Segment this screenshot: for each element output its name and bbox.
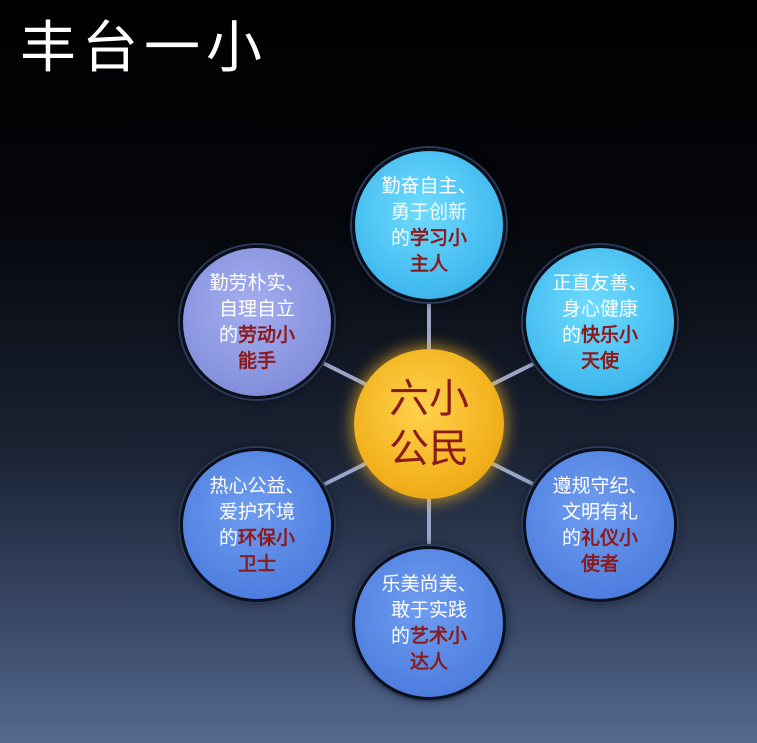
node-line: 敢于实践 (390, 599, 467, 621)
node-highlight: 主人 (409, 253, 448, 275)
node-line: 热心公益、 (209, 475, 305, 497)
node-highlight: 使者 (580, 553, 619, 575)
node-line: 勤劳朴实、 (209, 272, 305, 294)
node-prefix: 的 (218, 324, 238, 346)
node-highlight: 能手 (237, 350, 276, 372)
node-line: 勤奋自主、 (381, 175, 477, 197)
connector-lower-right (491, 462, 535, 486)
node-highlight: 劳动小 (238, 324, 296, 346)
node-learning-master: 勤奋自主、 勇于创新 的学习小 主人 (352, 148, 506, 302)
center-line: 六小 (389, 376, 469, 422)
center-line: 公民 (389, 426, 469, 472)
node-highlight: 天使 (580, 350, 619, 372)
node-prefix: 的 (561, 324, 581, 346)
node-happy-angel: 正直友善、 身心健康 的快乐小 天使 (523, 245, 677, 399)
node-highlight: 礼仪小 (581, 527, 639, 549)
node-highlight: 艺术小 (410, 625, 468, 647)
connector-upper-right (491, 362, 535, 386)
node-line: 乐美尚美、 (381, 573, 477, 595)
node-line: 爱护环境 (218, 501, 295, 523)
node-highlight: 学习小 (410, 227, 468, 249)
node-prefix: 的 (390, 227, 410, 249)
node-line: 文明有礼 (561, 501, 638, 523)
node-prefix: 的 (390, 625, 410, 647)
node-etiquette-envoy: 遵规守纪、 文明有礼 的礼仪小 使者 (523, 448, 677, 602)
node-highlight: 快乐小 (581, 324, 639, 346)
node-prefix: 的 (218, 527, 238, 549)
node-art-expert: 乐美尚美、 敢于实践 的艺术小 达人 (352, 546, 506, 700)
node-highlight: 环保小 (238, 527, 296, 549)
connector-lower-left (323, 462, 367, 486)
node-highlight: 卫士 (237, 553, 276, 575)
node-line: 遵规守纪、 (552, 475, 648, 497)
connector-upper-left (323, 362, 367, 386)
node-eco-guardian: 热心公益、 爱护环境 的环保小 卫士 (180, 448, 334, 602)
page-title: 丰台一小 (20, 16, 268, 81)
node-line: 自理自立 (218, 298, 295, 320)
node-labor-expert: 勤劳朴实、 自理自立 的劳动小 能手 (180, 245, 334, 399)
node-line: 勇于创新 (390, 201, 467, 223)
center-node: 六小 公民 (354, 349, 504, 499)
node-highlight: 达人 (409, 651, 448, 673)
node-line: 身心健康 (561, 298, 638, 320)
node-line: 正直友善、 (552, 272, 648, 294)
node-prefix: 的 (561, 527, 581, 549)
